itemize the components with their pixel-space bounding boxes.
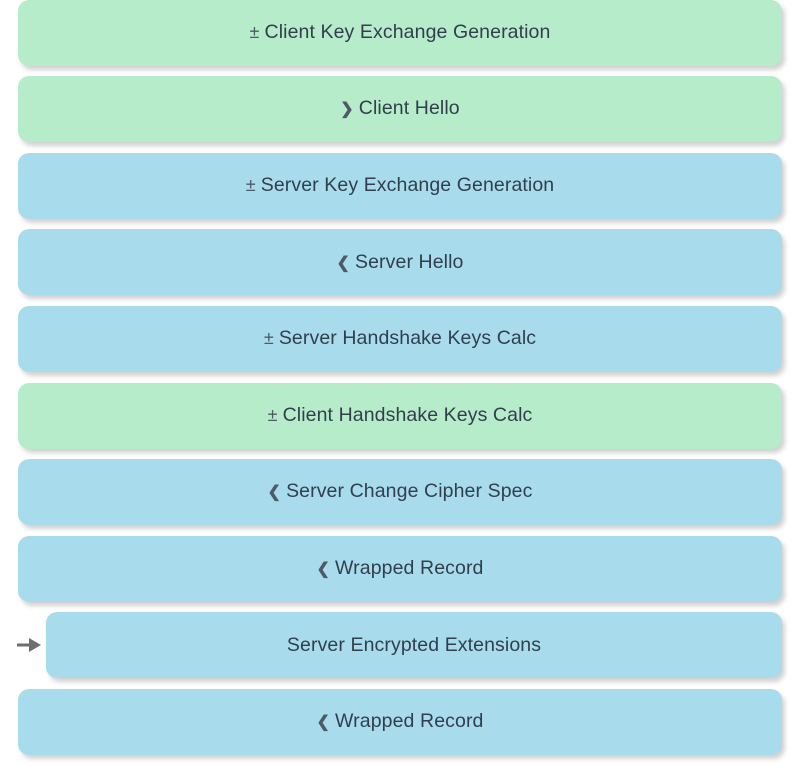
chevron-left-icon: ❮ (336, 254, 350, 272)
handshake-row[interactable]: Server Encrypted Extensions (46, 612, 782, 679)
handshake-row[interactable]: ±Server Handshake Keys Calc (18, 305, 782, 372)
handshake-row[interactable]: ±Client Key Exchange Generation (18, 0, 782, 66)
handshake-row-label: Server Encrypted Extensions (286, 633, 542, 656)
chevron-left-icon: ❮ (316, 714, 331, 732)
handshake-row-text: Client Handshake Keys Calc (282, 403, 533, 426)
handshake-row[interactable]: ❯Client Hello (18, 76, 782, 143)
handshake-row-label: ❮Wrapped Record (316, 710, 484, 733)
chevron-right-icon: ❯ (340, 101, 354, 119)
handshake-row-text: Server Key Exchange Generation (260, 173, 555, 196)
handshake-row[interactable]: ❮Server Change Cipher Spec (18, 459, 782, 526)
handshake-row-label: ❯Client Hello (340, 99, 459, 119)
plus-minus-icon: ± (263, 328, 274, 349)
right-arrow-icon (14, 633, 44, 657)
handshake-row-text: Server Encrypted Extensions (286, 633, 542, 656)
handshake-row[interactable]: ❮Wrapped Record (18, 535, 782, 602)
handshake-row-label: ❮Server Change Cipher Spec (268, 482, 533, 502)
handshake-row-label: ±Server Key Exchange Generation (245, 173, 555, 196)
handshake-row-label: ±Server Handshake Keys Calc (263, 327, 537, 350)
handshake-row-text: Server Handshake Keys Calc (278, 327, 537, 350)
handshake-row-text: Wrapped Record (335, 556, 484, 579)
handshake-row-text: Wrapped Record (335, 710, 484, 733)
plus-minus-icon: ± (267, 404, 278, 425)
handshake-row[interactable]: ❮ Server Hello (18, 229, 782, 296)
handshake-row[interactable]: ±Server Key Exchange Generation (18, 152, 782, 219)
handshake-row-text: Client Hello (358, 97, 460, 120)
plus-minus-icon: ± (249, 21, 260, 42)
plus-minus-icon: ± (245, 174, 256, 195)
handshake-row[interactable]: ❮Wrapped Record (18, 688, 782, 755)
handshake-row-text: Client Key Exchange Generation (264, 20, 551, 43)
handshake-row-text: Server Hello (355, 250, 464, 273)
chevron-left-icon: ❮ (316, 560, 331, 578)
handshake-row-label: ±Client Key Exchange Generation (249, 20, 551, 43)
handshake-row-label: ±Client Handshake Keys Calc (267, 403, 533, 426)
handshake-row-text: Server Change Cipher Spec (286, 480, 533, 503)
chevron-left-icon: ❮ (267, 484, 282, 502)
handshake-row-label: ❮ Server Hello (336, 250, 464, 273)
handshake-row-label: ❮Wrapped Record (316, 556, 484, 579)
handshake-row[interactable]: ±Client Handshake Keys Calc (18, 382, 782, 449)
